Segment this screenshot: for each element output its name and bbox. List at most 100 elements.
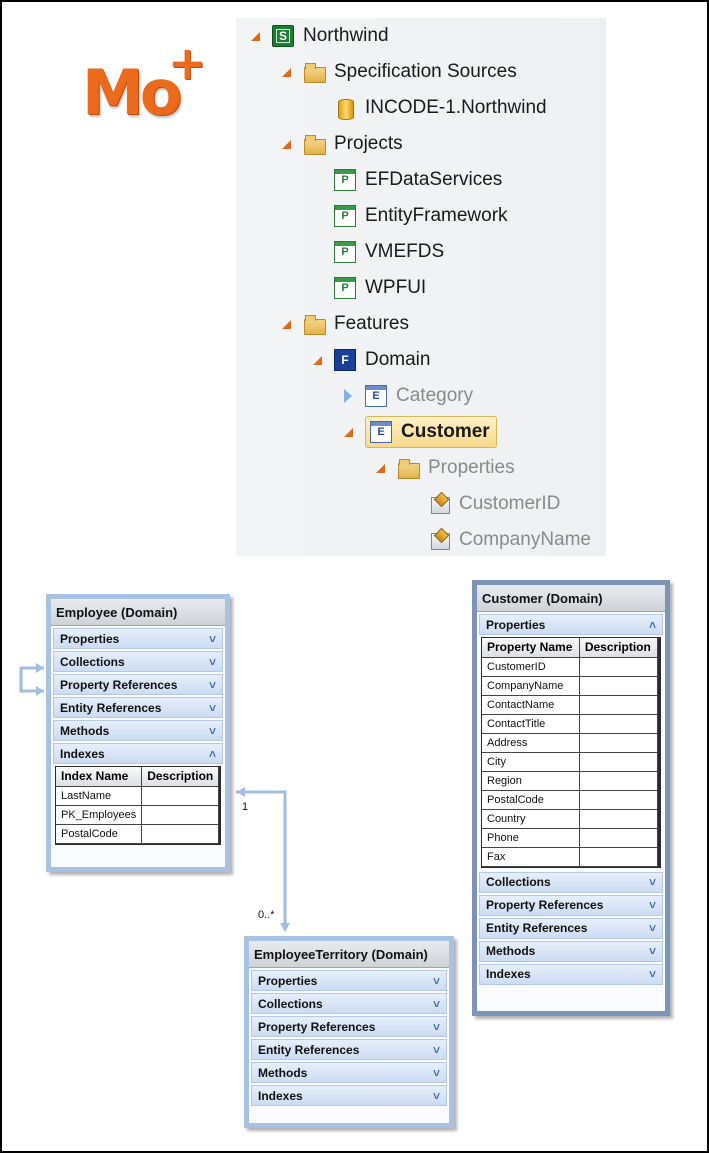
- entity-icon: E: [370, 421, 392, 443]
- grid-cell[interactable]: ContactTitle: [482, 713, 580, 734]
- expand-chevron-icon[interactable]: ˅: [432, 1065, 440, 1080]
- expand-chevron-icon[interactable]: ˅: [648, 898, 656, 912]
- tree-node-projects[interactable]: Projects: [279, 128, 403, 160]
- expand-chevron-icon[interactable]: ˅: [208, 677, 216, 692]
- association-connector[interactable]: [236, 790, 287, 928]
- grid-cell[interactable]: [578, 827, 659, 848]
- section-collections[interactable]: Collections˅: [479, 871, 663, 893]
- entity-title: EmployeeTerritory (Domain): [249, 941, 449, 968]
- grid-cell[interactable]: [578, 694, 659, 715]
- section-properties[interactable]: Properties˄: [479, 614, 663, 635]
- database-icon: [334, 97, 356, 120]
- section-property-references[interactable]: Property References˅: [479, 894, 663, 916]
- collapse-chevron-icon[interactable]: ˄: [208, 746, 216, 761]
- column-header[interactable]: Property Name: [482, 638, 580, 658]
- tree-node-project[interactable]: P EFDataServices: [310, 164, 502, 196]
- tree-node-properties[interactable]: Properties: [373, 452, 515, 484]
- grid-cell[interactable]: PostalCode: [482, 789, 580, 810]
- selected-node-highlight[interactable]: E Customer: [365, 416, 497, 448]
- grid-cell[interactable]: [578, 751, 659, 772]
- section-methods[interactable]: Methods˅: [479, 940, 663, 962]
- tree-node-specification-sources[interactable]: Specification Sources: [279, 56, 517, 88]
- expand-chevron-icon[interactable]: ˅: [432, 1042, 440, 1057]
- section-entity-references[interactable]: Entity References˅: [479, 917, 663, 939]
- column-header[interactable]: Description: [141, 767, 220, 787]
- section-entity-references[interactable]: Entity References˅: [53, 697, 223, 718]
- section-methods[interactable]: Methods˅: [53, 720, 223, 741]
- section-indexes[interactable]: Indexes˄: [53, 743, 223, 764]
- table-row: CustomerID: [482, 656, 659, 677]
- expand-chevron-icon[interactable]: ˅: [432, 973, 440, 988]
- expand-chevron-icon[interactable]: ˅: [648, 921, 656, 935]
- section-property-references[interactable]: Property References˅: [53, 674, 223, 695]
- grid-cell[interactable]: CompanyName: [482, 675, 580, 696]
- grid-cell[interactable]: LastName: [56, 785, 143, 806]
- expand-chevron-icon[interactable]: ˅: [648, 944, 656, 958]
- grid-cell[interactable]: City: [482, 751, 580, 772]
- expand-chevron-icon[interactable]: ˅: [432, 996, 440, 1011]
- employee-territory-entity[interactable]: EmployeeTerritory (Domain) Properties˅ C…: [244, 936, 454, 1128]
- collapse-chevron-icon[interactable]: ˄: [648, 617, 656, 632]
- grid-cell[interactable]: [141, 785, 220, 806]
- tree-node-incode-northwind[interactable]: INCODE-1.Northwind: [310, 92, 547, 124]
- section-indexes[interactable]: Indexes˅: [479, 963, 663, 985]
- employee-entity[interactable]: Employee (Domain) Properties˅ Collection…: [46, 594, 230, 872]
- grid-cell[interactable]: [578, 770, 659, 791]
- grid-cell[interactable]: PostalCode: [56, 823, 143, 844]
- expand-chevron-icon[interactable]: ˅: [208, 700, 216, 715]
- grid-cell[interactable]: Address: [482, 732, 580, 753]
- section-property-references[interactable]: Property References˅: [251, 1016, 447, 1037]
- expand-chevron-icon[interactable]: ˅: [208, 631, 216, 646]
- tree-node-project[interactable]: P VMEFDS: [310, 236, 444, 268]
- grid-cell[interactable]: Country: [482, 808, 580, 829]
- tree-node-customer[interactable]: E Customer: [341, 416, 497, 448]
- column-header[interactable]: Description: [578, 638, 659, 658]
- section-properties[interactable]: Properties˅: [251, 970, 447, 991]
- customer-entity[interactable]: Customer (Domain) Properties˄ Property N…: [472, 580, 670, 1016]
- expand-chevron-icon[interactable]: ˅: [432, 1019, 440, 1034]
- section-indexes[interactable]: Indexes˅: [251, 1085, 447, 1106]
- project-icon: P: [334, 241, 356, 263]
- tree-node-category[interactable]: E Category: [341, 380, 473, 412]
- grid-cell[interactable]: [141, 804, 220, 825]
- grid-cell[interactable]: Phone: [482, 827, 580, 848]
- grid-cell[interactable]: [578, 675, 659, 696]
- expand-chevron-icon[interactable]: ˅: [208, 723, 216, 738]
- grid-cell[interactable]: ContactName: [482, 694, 580, 715]
- tree-node-northwind[interactable]: S Northwind: [248, 20, 389, 52]
- connector-arrowhead: [280, 923, 290, 932]
- grid-cell[interactable]: [578, 713, 659, 734]
- tree-node-project[interactable]: P EntityFramework: [310, 200, 508, 232]
- table-row: Region: [482, 770, 659, 791]
- expand-chevron-icon[interactable]: ˅: [208, 654, 216, 669]
- grid-cell[interactable]: Fax: [482, 846, 580, 867]
- grid-cell[interactable]: [578, 846, 659, 867]
- expand-chevron-icon[interactable]: ˅: [432, 1088, 440, 1103]
- grid-cell[interactable]: [578, 732, 659, 753]
- expand-chevron-icon[interactable]: ˅: [648, 967, 656, 981]
- grid-cell[interactable]: [141, 823, 220, 844]
- tree-node-property[interactable]: CompanyName: [404, 524, 591, 556]
- section-entity-references[interactable]: Entity References˅: [251, 1039, 447, 1060]
- grid-cell[interactable]: [578, 808, 659, 829]
- grid-cell[interactable]: Region: [482, 770, 580, 791]
- section-collections[interactable]: Collections˅: [53, 651, 223, 672]
- tree-node-domain[interactable]: F Domain: [310, 344, 430, 376]
- self-reference-connector[interactable]: [19, 666, 44, 693]
- tree-node-project[interactable]: P WPFUI: [310, 272, 426, 304]
- grid-cell[interactable]: [578, 656, 659, 677]
- section-properties[interactable]: Properties˅: [53, 628, 223, 649]
- column-header[interactable]: Index Name: [56, 767, 143, 787]
- feature-icon: F: [334, 349, 356, 371]
- section-collections[interactable]: Collections˅: [251, 993, 447, 1014]
- grid-cell[interactable]: CustomerID: [482, 656, 580, 677]
- section-methods[interactable]: Methods˅: [251, 1062, 447, 1083]
- tree-node-label: INCODE-1.Northwind: [365, 97, 547, 118]
- grid-cell[interactable]: [578, 789, 659, 810]
- grid-cell[interactable]: PK_Employees: [56, 804, 143, 825]
- expand-chevron-icon[interactable]: ˅: [648, 875, 656, 889]
- tree-node-property[interactable]: CustomerID: [404, 488, 560, 520]
- tree-node-features[interactable]: Features: [279, 308, 409, 340]
